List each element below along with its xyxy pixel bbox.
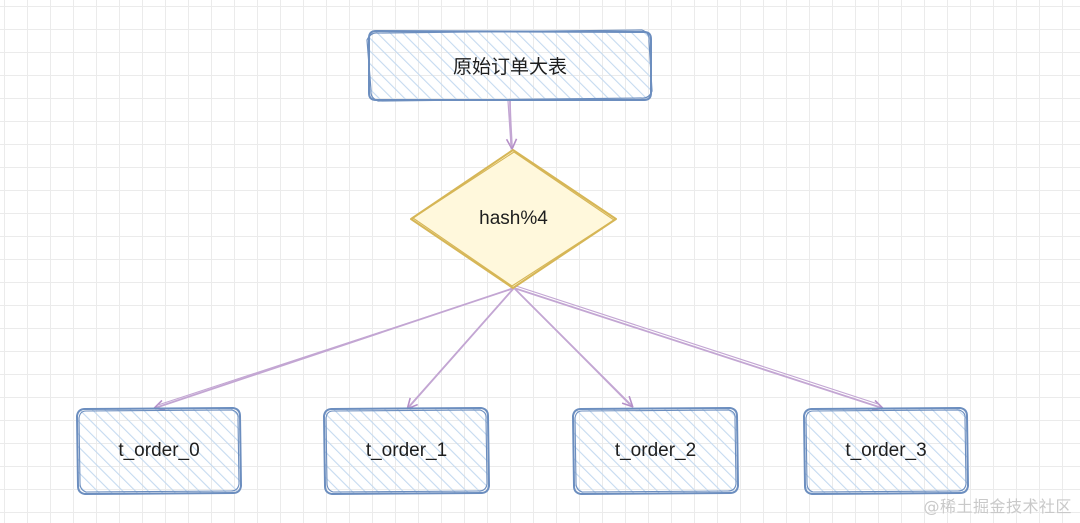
edge-router-to-shard-3 xyxy=(513,287,884,411)
shard-node-1[interactable] xyxy=(322,406,491,496)
edge-root-to-router xyxy=(505,99,518,150)
router-node[interactable] xyxy=(410,149,617,289)
edge-root-to-router-sketch xyxy=(507,100,512,147)
shard-node-3[interactable] xyxy=(802,406,970,496)
shard-node-2[interactable] xyxy=(571,406,740,496)
edge-router-to-shard-2-sketch xyxy=(515,289,630,405)
edge-router-to-shard-3-sketch xyxy=(515,285,879,405)
watermark: @稀土掘金技术社区 xyxy=(923,497,1072,516)
edges xyxy=(153,99,884,411)
edge-router-to-shard-1-sketch xyxy=(409,289,513,406)
shard-node-0[interactable] xyxy=(75,406,243,496)
root-node[interactable] xyxy=(366,29,653,102)
edge-router-to-shard-0-sketch xyxy=(157,288,513,406)
